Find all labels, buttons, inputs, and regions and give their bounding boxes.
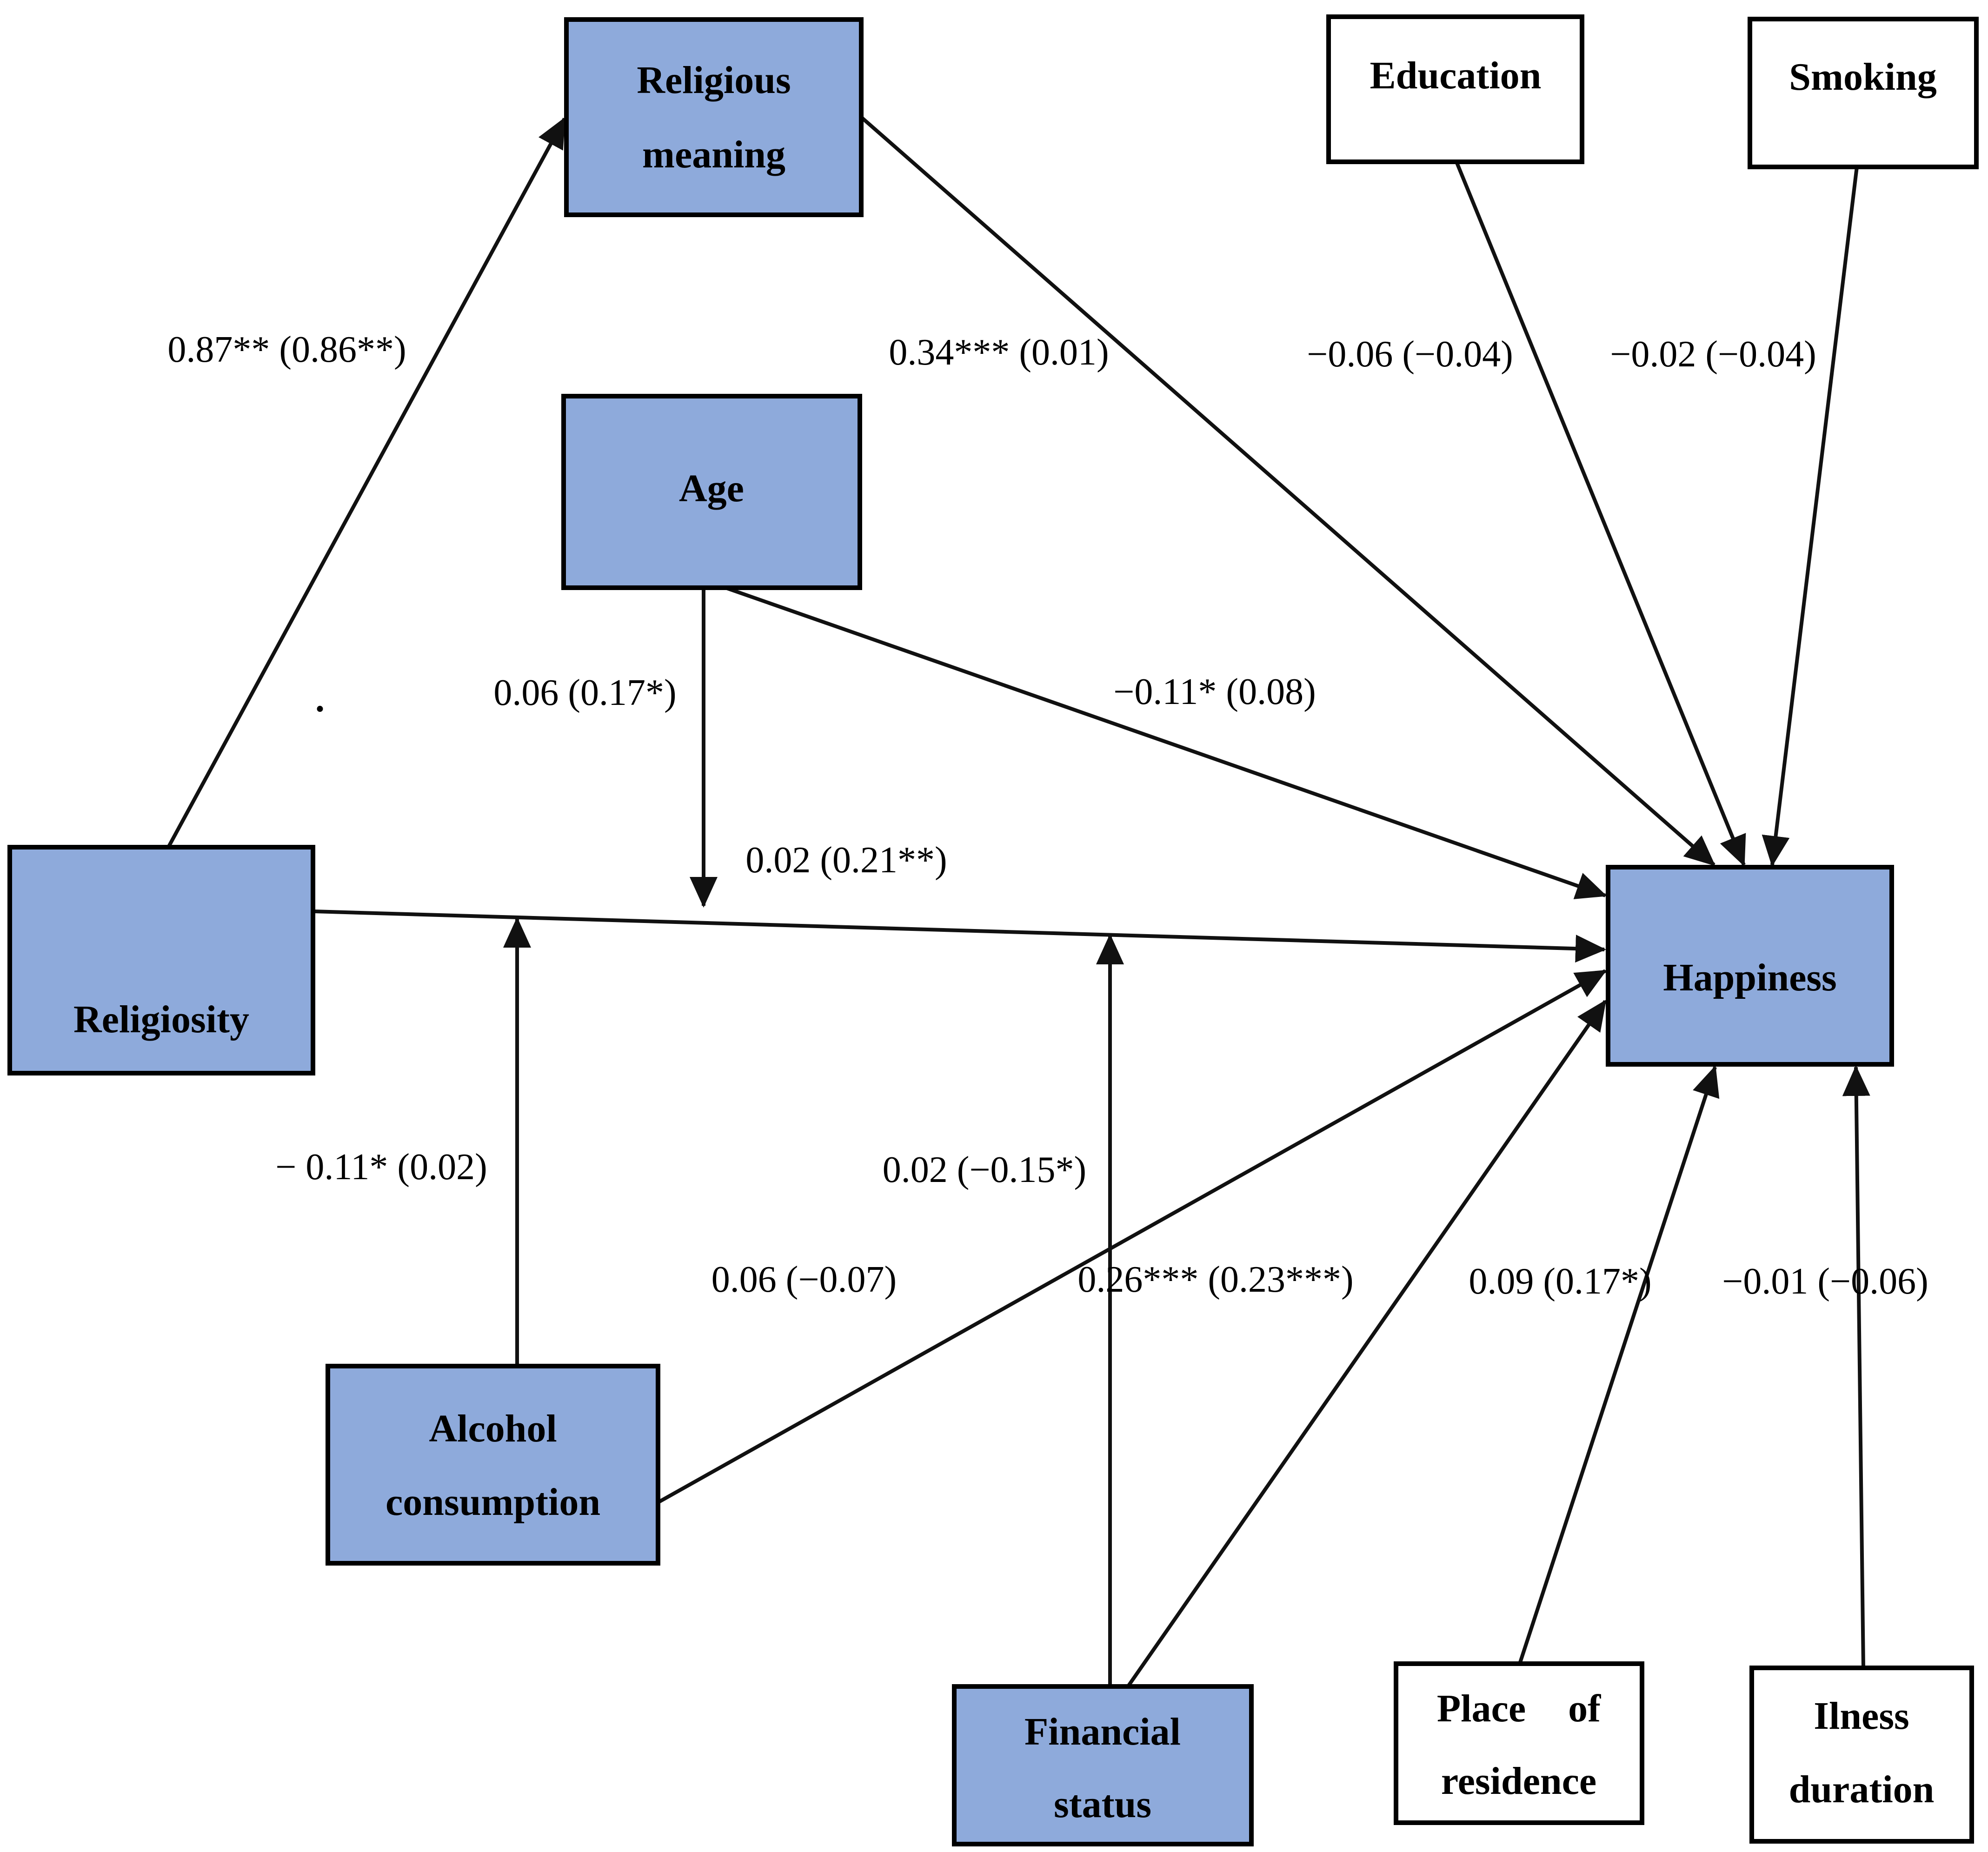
edge-age-happiness: −0.11* (0.08) — [725, 586, 1607, 899]
node-ilness-duration: Ilness duration — [1749, 1666, 1974, 1844]
edge-education-happiness-line — [1455, 161, 1746, 867]
node-smoking: Smoking — [1748, 17, 1979, 169]
edge-religiosity-happiness: 0.02 (0.21**) — [313, 840, 1606, 963]
edge-age-mediation-path: 0.06 (0.17*) — [493, 588, 718, 908]
edge-alcohol-happiness: 0.06 (−0.07) — [658, 969, 1607, 1504]
edge-religious-meaning-happiness-label: 0.34*** (0.01) — [889, 332, 1109, 373]
node-financial-status: Financial status — [952, 1684, 1254, 1846]
edge-religiosity-religious-meaning: 0.87** (0.86**) — [166, 117, 566, 848]
edge-age-happiness-label: −0.11* (0.08) — [1113, 671, 1316, 712]
node-age-box — [561, 394, 862, 590]
node-place-of-residence-box — [1394, 1661, 1644, 1825]
node-alcohol-consumption-label-line1: Alcohol — [429, 1407, 557, 1450]
node-place-of-residence-label-line1: Place of — [1437, 1687, 1601, 1730]
edge-smoking-happiness-label: −0.02 (−0.04) — [1610, 334, 1816, 375]
node-place-of-residence: Place of residence — [1394, 1661, 1644, 1825]
edge-ilness-happiness-label: −0.01 (−0.06) — [1722, 1261, 1928, 1302]
stray-dot: . — [315, 679, 325, 720]
node-ilness-duration-box — [1749, 1666, 1974, 1844]
edge-alcohol-happiness-label: 0.06 (−0.07) — [711, 1259, 897, 1300]
node-age: Age — [561, 394, 862, 590]
node-smoking-box — [1748, 17, 1979, 169]
node-religiosity-label: Religiosity — [73, 998, 249, 1041]
node-religious-meaning-label-line2: meaning — [642, 133, 785, 176]
edge-religious-meaning-happiness-line — [860, 115, 1716, 867]
node-happiness-box — [1606, 865, 1894, 1067]
node-happiness-label: Happiness — [1663, 956, 1837, 999]
node-education-box — [1326, 14, 1584, 164]
edge-place-happiness: 0.09 (0.17*) — [1469, 1065, 1720, 1665]
node-religious-meaning-label-line1: Religious — [637, 59, 791, 102]
node-education: Education — [1326, 14, 1584, 164]
edge-education-happiness: −0.06 (−0.04) — [1307, 161, 1746, 867]
node-education-label: Education — [1370, 54, 1542, 97]
edge-religiosity-religious-meaning-line — [166, 117, 566, 848]
edge-smoking-happiness: −0.02 (−0.04) — [1610, 166, 1859, 867]
edge-alcohol-happiness-line — [658, 969, 1607, 1504]
node-religiosity: Religiosity — [7, 845, 315, 1075]
node-alcohol-consumption-label-line2: consumption — [386, 1480, 600, 1524]
node-religious-meaning: Religious meaning — [564, 17, 864, 217]
node-financial-status-label-line1: Financial — [1024, 1710, 1181, 1753]
edge-religiosity-religious-meaning-label: 0.87** (0.86**) — [167, 329, 406, 370]
edge-age-happiness-line — [725, 586, 1607, 899]
edge-ilness-happiness-line — [1842, 1065, 1870, 1668]
node-smoking-label: Smoking — [1789, 55, 1936, 99]
edge-education-happiness-label: −0.06 (−0.04) — [1307, 334, 1513, 375]
node-ilness-duration-label-line2: duration — [1789, 1768, 1935, 1811]
edge-smoking-happiness-line — [1762, 166, 1859, 867]
edge-financial-happiness-line — [1120, 999, 1607, 1696]
edge-place-happiness-line — [1518, 1065, 1720, 1665]
edge-alcohol-mediation-path: − 0.11* (0.02) — [275, 917, 531, 1366]
edge-financial-happiness: 0.26*** (0.23***) — [1077, 999, 1607, 1696]
node-happiness: Happiness — [1606, 865, 1894, 1067]
edge-religiosity-happiness-line — [313, 909, 1606, 963]
edge-age-mediation-path-label: 0.06 (0.17*) — [493, 672, 676, 713]
node-financial-status-box — [952, 1684, 1254, 1846]
node-religious-meaning-box — [564, 17, 864, 217]
node-place-of-residence-label-line2: residence — [1441, 1759, 1596, 1803]
edge-religious-meaning-happiness: 0.34*** (0.01) — [860, 115, 1716, 867]
node-age-label: Age — [679, 467, 744, 510]
edge-financial-mediation-path-label: 0.02 (−0.15*) — [883, 1149, 1086, 1190]
edge-financial-happiness-label: 0.26*** (0.23***) — [1077, 1259, 1353, 1300]
node-financial-status-label-line2: status — [1054, 1783, 1151, 1826]
node-religiosity-box — [7, 845, 315, 1075]
edge-religiosity-happiness-label: 0.02 (0.21**) — [745, 840, 947, 881]
edge-place-happiness-label: 0.09 (0.17*) — [1469, 1261, 1651, 1302]
edge-ilness-happiness: −0.01 (−0.06) — [1722, 1065, 1928, 1668]
edge-financial-mediation-path: 0.02 (−0.15*) — [883, 934, 1124, 1686]
edge-alcohol-mediation-path-label: − 0.11* (0.02) — [275, 1147, 487, 1188]
node-alcohol-consumption-box — [326, 1364, 660, 1566]
node-ilness-duration-label-line1: Ilness — [1814, 1694, 1909, 1738]
node-alcohol-consumption: Alcohol consumption — [326, 1364, 660, 1566]
